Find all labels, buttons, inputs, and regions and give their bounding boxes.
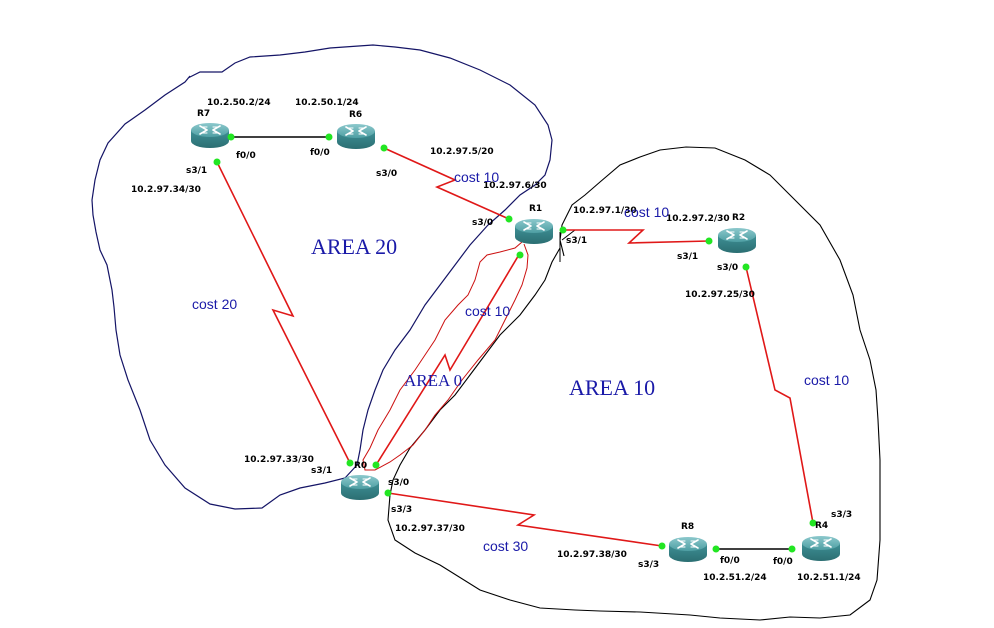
link-r1-r2: [563, 229, 710, 244]
port-dot: [213, 158, 221, 166]
port-dot: [658, 542, 666, 550]
interface-label: s3/3: [638, 560, 659, 570]
area-label-10: AREA 10: [569, 375, 655, 400]
port-dots: [213, 133, 817, 553]
ip-label: 10.2.97.6/30: [483, 181, 547, 191]
interface-label: s3/3: [831, 510, 852, 520]
ip-label: 10.2.50.1/24: [295, 98, 359, 108]
router-label-r7: R7: [197, 109, 210, 119]
area-label-20: AREA 20: [311, 234, 397, 259]
router-r4[interactable]: [801, 535, 841, 562]
link-r6-r1: [383, 147, 510, 220]
port-dot: [384, 489, 392, 497]
cost-label-r7-r0: cost 20: [192, 296, 237, 312]
link-r7-r0: [216, 161, 351, 464]
area10-boundary-tick: [559, 229, 576, 262]
link-r0-r8: [387, 492, 663, 547]
interface-label: s3/1: [677, 252, 698, 262]
port-dot: [325, 133, 333, 141]
cost-label-r6-r1: cost 10: [454, 169, 499, 185]
port-dot: [809, 519, 817, 527]
router-r8[interactable]: [668, 536, 708, 563]
port-dot: [788, 545, 796, 553]
interface-label: s3/0: [376, 169, 397, 179]
port-dot: [516, 251, 524, 259]
ip-label: 10.2.51.2/24: [703, 573, 767, 583]
area0-boundary: [362, 241, 529, 471]
interface-label: s3/0: [472, 218, 493, 228]
port-dot: [712, 545, 720, 553]
router-r2[interactable]: [717, 227, 757, 254]
port-dot: [505, 215, 513, 223]
area10-boundary: [387, 146, 881, 621]
ip-label: 10.2.51.1/24: [797, 573, 861, 583]
area-label-0: AREA 0: [404, 371, 462, 390]
ip-label: 10.2.97.33/30: [244, 455, 314, 465]
ip-label: 10.2.97.5/20: [430, 147, 494, 157]
port-dot: [346, 459, 354, 467]
interface-label: s3/0: [388, 478, 409, 488]
interface-label: f0/0: [773, 557, 793, 567]
router-r0[interactable]: [340, 474, 380, 501]
interface-label: s3/1: [186, 166, 207, 176]
link-r0-r1: [375, 252, 521, 466]
link-r2-r4: [745, 266, 814, 524]
router-label-r0: R0: [354, 461, 367, 471]
port-dot: [380, 144, 388, 152]
router-r1[interactable]: [514, 218, 554, 245]
interface-label: s3/3: [391, 505, 412, 515]
router-r6[interactable]: [336, 123, 376, 150]
interface-label: s3/1: [566, 236, 587, 246]
router-label-r4: R4: [815, 521, 828, 531]
port-dot: [742, 263, 750, 271]
ip-label: 10.2.97.34/30: [131, 185, 201, 195]
area20-boundary: [91, 44, 553, 510]
ip-label: 10.2.97.37/30: [395, 524, 465, 534]
router-label-r2: R2: [732, 213, 745, 223]
cost-label-r0-r8: cost 30: [483, 538, 528, 554]
interface-label: f0/0: [310, 148, 330, 158]
interface-label: f0/0: [720, 556, 740, 566]
port-dot: [227, 133, 235, 141]
ip-label: 10.2.97.1/30: [573, 206, 637, 216]
ip-label: 10.2.97.38/30: [557, 550, 627, 560]
ip-label: 10.2.97.25/30: [685, 290, 755, 300]
interface-label: s3/1: [311, 466, 332, 476]
interface-label: f0/0: [236, 151, 256, 161]
ip-label: 10.2.50.2/24: [207, 98, 271, 108]
cost-label-r2-r4: cost 10: [804, 372, 849, 388]
cost-label-r1-r2: cost 10: [624, 204, 669, 220]
port-dot: [705, 237, 713, 245]
interface-label: s3/0: [717, 263, 738, 273]
port-dot: [559, 226, 567, 234]
port-dot: [372, 461, 380, 469]
router-label-r1: R1: [529, 204, 542, 214]
cost-label-r0-r1: cost 10: [465, 303, 510, 319]
ip-label: 10.2.97.2/30: [666, 214, 730, 224]
router-r7[interactable]: [190, 122, 230, 149]
router-label-r8: R8: [681, 522, 694, 532]
router-label-r6: R6: [349, 110, 362, 120]
